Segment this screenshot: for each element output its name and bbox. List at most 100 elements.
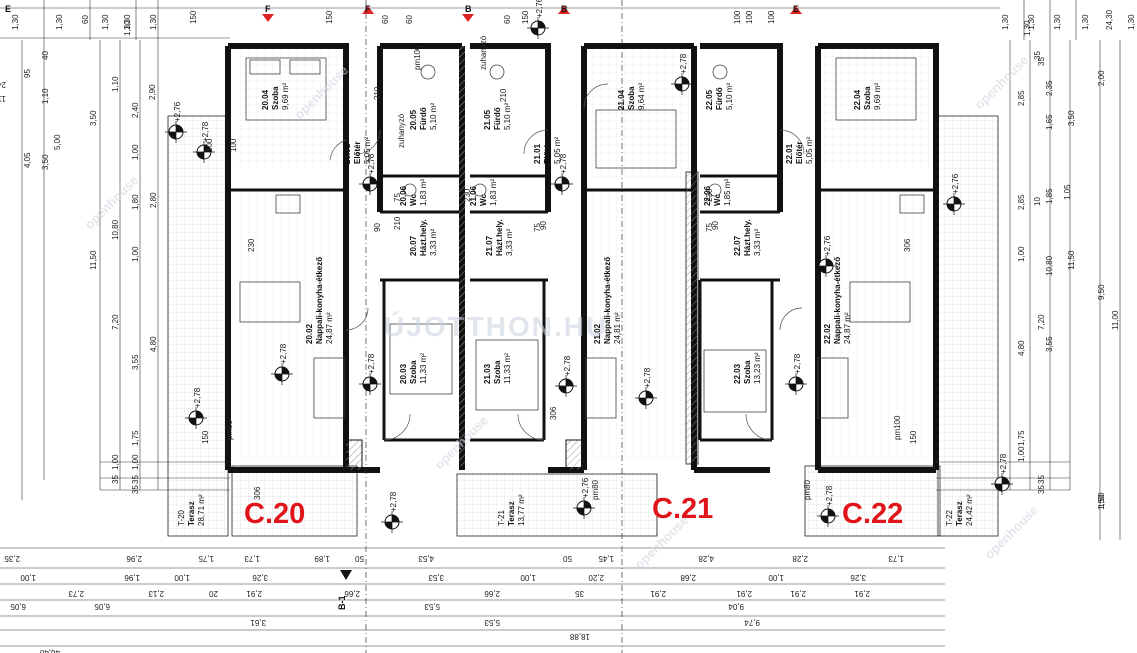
- small-label: 90: [373, 223, 382, 232]
- level-value: +2,78: [563, 355, 572, 376]
- furniture: [239, 57, 925, 419]
- terrace-area: 24,42 m²: [965, 494, 974, 526]
- terrace-label: Terasz: [955, 501, 964, 526]
- bottom-dimension: 46,40: [39, 648, 60, 653]
- left-dimension: 35: [131, 475, 140, 484]
- room-code: 20.05: [409, 109, 418, 130]
- room-code: 21.01: [533, 143, 542, 164]
- terrace-code: T-22: [945, 509, 954, 526]
- room-code: 21.06: [469, 185, 478, 206]
- inner-walls: [228, 174, 936, 442]
- level-value: +2,78: [389, 491, 398, 512]
- top-mark: 60: [503, 15, 512, 24]
- bottom-dimension: 6,05: [10, 602, 26, 611]
- level-value: +2,76: [535, 0, 544, 18]
- room-code: 22.02: [823, 323, 832, 344]
- bottom-dimension: 2,13: [148, 589, 164, 598]
- terrace-area: 28,71 m²: [197, 494, 206, 526]
- room-area: 11,33 m²: [503, 353, 512, 384]
- small-label: 306: [253, 486, 262, 500]
- right-dimension-lines: [936, 40, 1121, 540]
- small-label: pm100: [413, 45, 422, 70]
- room-area: 11,33 m²: [419, 353, 428, 384]
- top-dimension: 1,30: [101, 14, 110, 30]
- room-code: 22.04: [853, 89, 862, 110]
- left-dimension: 95: [23, 69, 32, 78]
- right-small-dimension: 35: [1033, 51, 1042, 60]
- small-label: 230: [705, 188, 714, 202]
- small-label: pm80: [591, 479, 600, 500]
- level-marker: +2,78: [551, 153, 573, 195]
- terrace-area: 13,77 m²: [517, 494, 526, 526]
- level-marker: +2,78: [271, 343, 293, 385]
- section-label: F: [365, 4, 371, 14]
- room-area: 9,69 m²: [873, 83, 882, 110]
- room-label: Előtér: [353, 141, 362, 164]
- right-dimension: 1,00: [1017, 246, 1026, 262]
- small-label: 75: [533, 223, 542, 232]
- room-code: 21.05: [483, 109, 492, 130]
- small-label: 75: [705, 223, 714, 232]
- top-mark: 150: [325, 10, 334, 24]
- left-dimension: 2,40: [131, 102, 140, 118]
- room-code: 20.07: [409, 235, 418, 256]
- left-dimension: 3,50: [41, 154, 50, 170]
- level-value: +2,76: [951, 173, 960, 194]
- bottom-dimension: 1,45: [598, 554, 614, 563]
- room-area: 3,33 m²: [753, 229, 762, 256]
- bottom-dimension: 4,28: [698, 554, 714, 563]
- room-label: Szoba: [493, 360, 502, 384]
- room-code: 22.03: [733, 363, 742, 384]
- terrace-label: Terasz: [507, 501, 516, 526]
- top-dimension: 1,30: [149, 14, 158, 30]
- terrace-code: T-21: [497, 509, 506, 526]
- room-area: 9,69 m²: [281, 83, 290, 110]
- right-dimension: 4,80: [1017, 340, 1026, 356]
- room-label: Szoba: [409, 360, 418, 384]
- bottom-dimension: 3,53: [428, 573, 444, 582]
- bottom-dimension: 9,04: [728, 602, 744, 611]
- bottom-dimension: 20: [209, 589, 218, 598]
- right-dimension: 35: [1037, 485, 1046, 494]
- right-dimension: 7,20: [1037, 314, 1046, 330]
- room-label: Nappali-konyha-étkező: [833, 257, 842, 344]
- right-dimension: 1,85: [1045, 188, 1054, 204]
- left-dimension: 1,30: [123, 20, 132, 36]
- right-dimension: 1,30: [1127, 14, 1136, 30]
- right-dimension: 35: [1037, 475, 1046, 484]
- level-marker: +2,76: [359, 153, 381, 195]
- section-label: E: [5, 4, 11, 14]
- bottom-dimension: 2,91: [736, 589, 752, 598]
- bottom-dimension: 3,26: [252, 573, 268, 582]
- bottom-dimension: 2,28: [792, 554, 808, 563]
- room-label: Fürdő: [493, 107, 502, 130]
- small-label: pm80: [803, 479, 812, 500]
- small-label: 75: [393, 193, 402, 202]
- left-dimension: 2,90: [148, 84, 157, 100]
- right-dimension: 1,75: [1017, 430, 1026, 446]
- section-label: F: [265, 4, 271, 14]
- right-dimension: 9,50: [1097, 284, 1106, 300]
- unit-label-c21: C.21: [652, 493, 713, 525]
- small-label: 306: [549, 406, 558, 420]
- room-code: 20.01: [343, 143, 352, 164]
- level-marker: +2,78: [635, 367, 657, 409]
- left-dimension: 1,00: [131, 144, 140, 160]
- room-code: 20.02: [305, 323, 314, 344]
- top-dimension: 1,30: [1081, 14, 1090, 30]
- left-dimension: 1,75: [131, 430, 140, 446]
- left-dimension: 35: [111, 475, 120, 484]
- bottom-dimension: 2,96: [126, 554, 142, 563]
- bottom-dimension: 2,35: [4, 554, 20, 563]
- level-value: +2,78: [793, 353, 802, 374]
- room-label: Nappali-konyha-étkező: [603, 257, 612, 344]
- left-small-dimension: 240: [0, 80, 6, 89]
